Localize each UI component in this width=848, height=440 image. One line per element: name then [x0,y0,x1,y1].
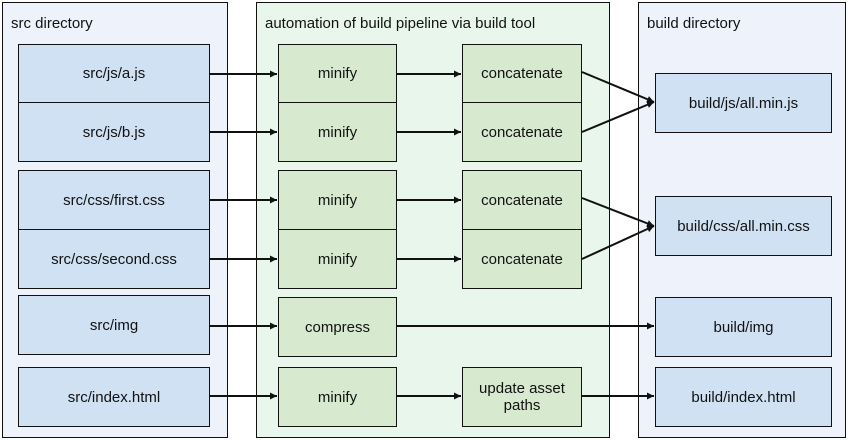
build-directory-title: build directory [647,15,741,32]
src-first-css-box: src/css/first.css [18,170,210,230]
update-asset-paths-step: update asset paths [462,367,582,427]
build-index-html-box: build/index.html [655,367,832,427]
src-a-js-box: src/js/a.js [18,44,210,103]
src-index-html-box: src/index.html [18,367,210,427]
minify-a-step: minify [278,44,397,103]
minify-first-css-step: minify [278,170,397,230]
build-all-min-js-box: build/js/all.min.js [655,73,832,133]
concatenate-a-step: concatenate [462,44,582,103]
src-b-js-box: src/js/b.js [18,102,210,162]
src-second-css-box: src/css/second.css [18,229,210,289]
build-img-box: build/img [655,297,832,357]
concatenate-second-css-step: concatenate [462,229,582,289]
build-all-min-css-box: build/css/all.min.css [655,196,832,256]
minify-b-step: minify [278,102,397,162]
build-pipeline-title: automation of build pipeline via build t… [265,15,536,32]
src-directory-title: src directory [11,15,93,32]
minify-second-css-step: minify [278,229,397,289]
compress-img-step: compress [278,297,397,357]
concatenate-first-css-step: concatenate [462,170,582,230]
minify-html-step: minify [278,367,397,427]
src-img-box: src/img [18,295,210,355]
concatenate-b-step: concatenate [462,102,582,162]
